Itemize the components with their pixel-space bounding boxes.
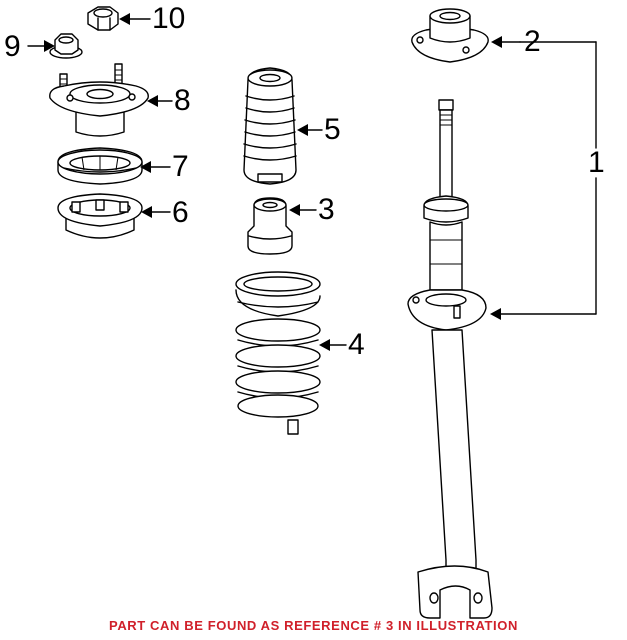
callout-10[interactable]: 10 <box>152 2 186 35</box>
callout-6[interactable]: 6 <box>172 196 189 229</box>
callout-1[interactable]: 1 <box>588 146 605 179</box>
callout-7[interactable]: 7 <box>172 150 189 183</box>
leader-9 <box>27 40 55 52</box>
callout-9[interactable]: 9 <box>4 30 21 63</box>
callout-8[interactable]: 8 <box>174 84 191 117</box>
leader-7 <box>140 161 171 173</box>
part-6-spring-pad[interactable] <box>57 193 143 239</box>
callout-5[interactable]: 5 <box>324 113 341 146</box>
leader-4 <box>319 339 347 351</box>
part-4-coil-spring[interactable] <box>235 271 321 435</box>
part-7-spring-isolator[interactable] <box>57 147 143 185</box>
part-9-flange-nut[interactable] <box>49 33 83 59</box>
leader-3 <box>289 204 317 216</box>
callout-3[interactable]: 3 <box>318 193 335 226</box>
callout-2[interactable]: 2 <box>524 25 541 58</box>
part-3-bump-stop[interactable] <box>247 197 293 255</box>
part-5-dust-boot[interactable] <box>243 67 297 185</box>
leader-8 <box>147 95 173 107</box>
callout-4[interactable]: 4 <box>348 328 365 361</box>
part-10-nut[interactable] <box>87 6 119 31</box>
part-8-strut-mount[interactable] <box>49 63 149 137</box>
leader-1 <box>490 41 597 320</box>
footer-note: PART CAN BE FOUND AS REFERENCE # 3 IN IL… <box>109 618 518 633</box>
leader-5 <box>297 124 323 136</box>
leader-2 <box>491 36 521 48</box>
part-2-upper-mount[interactable] <box>411 8 489 63</box>
leader-10 <box>119 13 151 25</box>
part-1-strut-assembly[interactable] <box>407 99 493 619</box>
leader-6 <box>141 206 171 218</box>
